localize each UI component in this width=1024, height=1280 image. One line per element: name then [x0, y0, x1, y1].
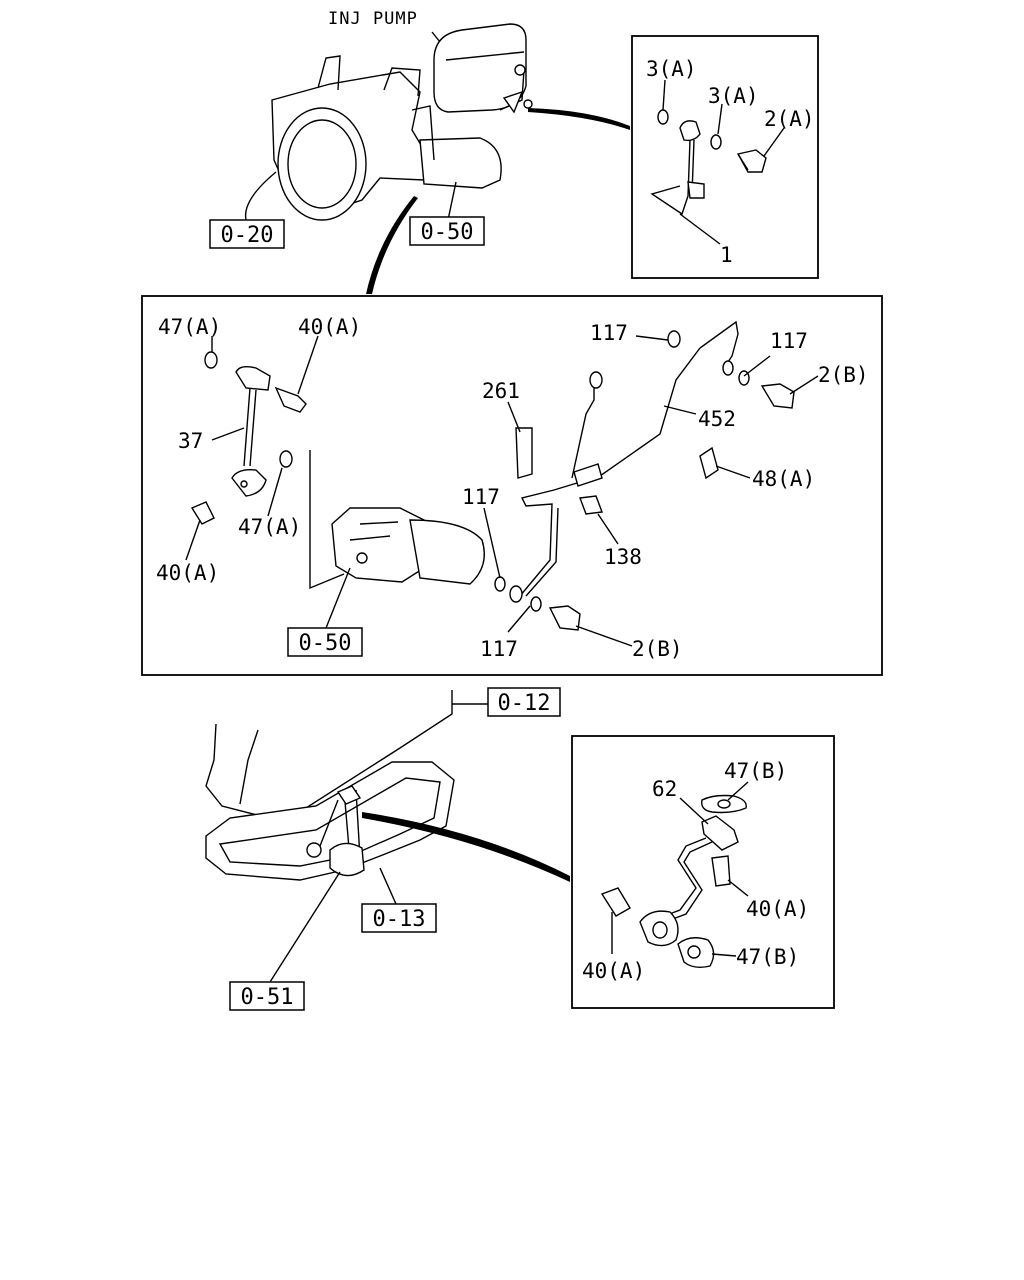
pointer-line [309, 450, 345, 590]
leader-117-c [483, 507, 501, 579]
top-inset-parts [650, 109, 767, 216]
label-2b-bot: 2(B) [632, 637, 683, 661]
label-117-b: 117 [770, 329, 808, 353]
leader-2b-bot [575, 625, 633, 647]
callout-sweep-bottom [362, 812, 570, 882]
ref-0-20: 0-20 [221, 223, 274, 248]
label-117-a: 117 [590, 321, 628, 345]
ref-0-50-top: 0-50 [421, 220, 474, 245]
ref-0-51: 0-51 [241, 985, 294, 1010]
leader-138 [597, 513, 619, 545]
leader-117-a [635, 335, 669, 341]
leader-3a-1 [662, 79, 666, 111]
leader-2b-top [789, 375, 819, 395]
label-261: 261 [482, 379, 520, 403]
bottom-inset-box [571, 735, 835, 1009]
label-2a: 2(A) [764, 107, 815, 131]
callout-sweep-top [528, 108, 630, 130]
leader-40a-top [297, 335, 319, 395]
label-1: 1 [720, 243, 733, 267]
label-40a-bot: 40(A) [156, 561, 219, 585]
pipe-37-drawing [190, 351, 307, 525]
leader-1 [679, 213, 721, 245]
label-40a-r: 40(A) [746, 897, 809, 921]
top-inset-box [631, 35, 819, 279]
leader-2a [763, 127, 785, 157]
label-47a-top: 47(A) [158, 315, 221, 339]
ref-box-0-20 [209, 219, 285, 249]
leader-37 [211, 427, 245, 441]
leader-40a-r [727, 879, 749, 897]
leader-3a-2 [717, 103, 723, 135]
oil-pan-drawing [205, 690, 455, 881]
ref-box-0-12 [487, 687, 561, 717]
leader-62 [679, 797, 709, 825]
leader-48a [715, 465, 751, 479]
leader-0-50-mid [325, 567, 351, 629]
label-2b-top: 2(B) [818, 363, 869, 387]
label-452: 452 [698, 407, 736, 431]
inj-pump-title: INJ PUMP [328, 9, 418, 29]
pump-0-50-drawing [331, 507, 485, 585]
top-section: INJ PUMP 0-20 0-50 [209, 9, 819, 294]
bracket-261 [515, 427, 533, 479]
ref-0-50-mid: 0-50 [299, 631, 352, 656]
leader-0-13 [379, 867, 397, 905]
callout-sweep-middle [366, 196, 418, 294]
ref-box-0-51 [229, 981, 305, 1011]
label-37: 37 [178, 429, 203, 453]
label-117-d: 117 [480, 637, 518, 661]
leader-117-d [507, 605, 531, 633]
middle-box [141, 295, 883, 676]
leader-0-20 [244, 171, 277, 221]
label-62: 62 [652, 777, 677, 801]
label-48a: 48(A) [752, 467, 815, 491]
label-47b-bot: 47(B) [736, 945, 799, 969]
injection-pump-drawing [271, 23, 533, 221]
label-47b-top: 47(B) [724, 759, 787, 783]
label-117-c: 117 [462, 485, 500, 509]
label-47a-mid: 47(A) [238, 515, 301, 539]
leader-47b-bot [711, 953, 737, 957]
label-3a-2: 3(A) [708, 84, 759, 108]
bottom-inset-parts [600, 794, 747, 969]
ref-box-0-13 [361, 903, 437, 933]
ref-0-13: 0-13 [373, 907, 426, 932]
leader-261 [507, 401, 521, 433]
pipe-452-drawing [494, 320, 795, 631]
middle-section: 0-50 47(A) [141, 295, 883, 676]
bottom-section: 0-12 0-13 0-51 62 47(B) 40(A) 4 [205, 687, 835, 1011]
leader-40a-bot [185, 519, 201, 561]
leader-0-50-top [447, 181, 457, 221]
label-40a-top: 40(A) [298, 315, 361, 339]
label-3a-1: 3(A) [646, 57, 697, 81]
leader-47a-mid [267, 467, 283, 517]
ref-box-0-50-mid [287, 627, 363, 657]
ref-0-12: 0-12 [498, 691, 551, 716]
label-138: 138 [604, 545, 642, 569]
leader-117-b [743, 355, 771, 377]
leader-47b-top [727, 781, 749, 801]
leader-452 [663, 405, 697, 415]
ref-box-0-50-top [409, 216, 485, 246]
label-40a-l: 40(A) [582, 959, 645, 983]
leader-0-51 [269, 871, 341, 983]
